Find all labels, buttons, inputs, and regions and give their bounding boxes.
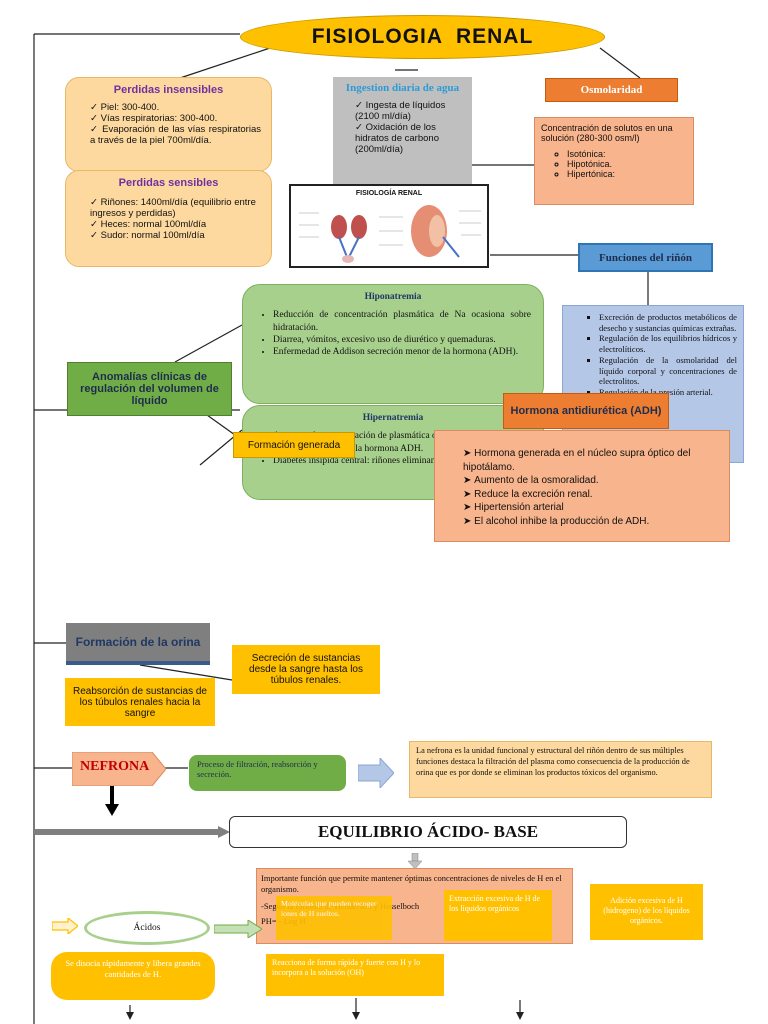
equilibrio-importante-text: Importante función que permite mantener …: [261, 873, 562, 895]
right-arrow-icon: [213, 919, 263, 939]
secrecion-box: Secreción de sustancias desde la sangre …: [232, 645, 380, 694]
kidney-illustration: [299, 205, 481, 263]
list-item: Piel: 300-400.: [90, 102, 261, 113]
list-item: Sudor: normal 100ml/día: [90, 230, 261, 241]
disocia-text: Se disocia rápidamente y libera grandes …: [65, 958, 201, 980]
adh-label-box: Hormona antidiurética (ADH): [503, 393, 669, 429]
list-item: Regulación de los equilibrios hídricos y…: [599, 333, 737, 354]
page-title: FISIOLOGIA RENAL: [311, 25, 534, 48]
equilibrio-label-box: EQUILIBRIO ÁCIDO- BASE: [229, 816, 627, 848]
list-item: Hipotónica.: [567, 159, 687, 169]
list-item: El alcohol inhibe la producción de ADH.: [463, 515, 719, 529]
anomalias-box: Anomalías clínicas de regulación del vol…: [67, 362, 232, 416]
list-item: Heces: normal 100ml/día: [90, 219, 261, 230]
right-arrow-icon: [357, 756, 395, 790]
perdidas-insensibles-list: Piel: 300-400. Vías respiratorias: 300-4…: [76, 102, 261, 146]
list-item: Enfermedad de Addison secreción menor de…: [273, 346, 531, 358]
adh-label: Hormona antidiurética (ADH): [510, 405, 662, 417]
perdidas-sensibles-box: Perdidas sensibles Riñones: 1400ml/día (…: [65, 170, 272, 267]
list-item: Hipertónica:: [567, 169, 687, 179]
list-item: Diabetes insípida central: riñones elimi…: [273, 455, 531, 467]
secrecion-text: Secreción de sustancias desde la sangre …: [249, 653, 363, 686]
list-item: Riñones: 1400ml/día (equilibrio entre in…: [90, 197, 261, 219]
list-item: Aumento de concentración de plasmática d…: [273, 430, 531, 442]
perdidas-sensibles-heading: Perdidas sensibles: [118, 177, 219, 189]
title-ellipse: FISIOLOGIA RENAL: [240, 15, 605, 59]
ingestion-list: Ingesta de líquidos (2100 ml/día) Oxidac…: [341, 100, 464, 155]
list-item: Ingesta de líquidos (2100 ml/día): [355, 100, 464, 122]
equilibrio-down-arrow: [407, 852, 423, 870]
acidos-left-arrow: [51, 916, 79, 936]
acidos-right-arrow: [213, 919, 263, 939]
nefrona-descripcion-text: La nefrona es la unidad funcional y estr…: [416, 746, 690, 777]
list-item: Oxidación de los hidratos de carbono (20…: [355, 122, 464, 155]
nefrona-label: NEFRONA: [72, 752, 166, 786]
nefrona-down-arrow: [104, 786, 120, 816]
down-arrow-icon: [407, 852, 423, 870]
reacciona-text: Reacciona de forma rápida y fuerte con H…: [272, 958, 421, 978]
reabsorcion-text: Reabsorción de sustancias de los túbulos…: [73, 685, 207, 719]
adicion-text: Adición excesiva de H (hidrogeno) de los…: [603, 896, 690, 925]
orina-label: Formación de la orina: [75, 635, 201, 649]
kidney-diagram-image: FISIOLOGÍA RENAL: [289, 184, 489, 268]
osmolaridad-list: Isotónica: Hipotónica. Hipertónica:: [541, 149, 687, 179]
adh-box: Hormona generada en el núcleo supra ópti…: [434, 430, 730, 542]
nefrona-proceso-text: Proceso de filtración, reabsorción y sec…: [197, 759, 318, 779]
funciones-label: Funciones del riñón: [599, 251, 692, 264]
hiponatremia-list: Reducción de concentración plasmática de…: [255, 309, 531, 358]
list-item: Vías respiratorias: 300-400.: [90, 113, 261, 124]
adicion-box: Adición excesiva de H (hidrogeno) de los…: [590, 884, 703, 940]
reacciona-box: Reacciona de forma rápida y fuerte con H…: [266, 954, 444, 996]
list-item: Diarrea, vómitos, excesivo uso de diurét…: [273, 334, 531, 346]
reabsorcion-box: Reabsorción de sustancias de los túbulos…: [65, 678, 215, 726]
nefrona-descripcion-box: La nefrona es la unidad funcional y estr…: [409, 741, 712, 798]
osmolaridad-description: Concentración de solutos en una solución…: [541, 123, 673, 143]
moleculas-text: Moléculas que pueden recoger iones de H …: [281, 899, 377, 918]
equilibrio-label: EQUILIBRIO ÁCIDO- BASE: [317, 822, 539, 841]
nefrona-right-arrow: [357, 756, 395, 790]
perdidas-insensibles-box: Perdidas insensibles Piel: 300-400. Vías…: [65, 77, 272, 172]
moleculas-box: Moléculas que pueden recoger iones de H …: [276, 896, 392, 940]
kidney-image-title: FISIOLOGÍA RENAL: [355, 190, 423, 197]
hiponatremia-heading: Hiponatremia: [364, 292, 422, 302]
extraccion-box: Extracción excesiva de H de los líquidos…: [444, 890, 552, 941]
list-item: Hormona generada en el núcleo supra ópti…: [463, 447, 719, 474]
list-item: Regulación de la osmolaridad del líquido…: [599, 355, 737, 387]
list-item: Evaporación de las vías respiratorias a …: [90, 124, 261, 146]
hiponatremia-box: Hiponatremia Reducción de concentración …: [242, 284, 544, 404]
nefrona-proceso-box: Proceso de filtración, reabsorción y sec…: [189, 755, 346, 791]
right-arrow-icon: [51, 916, 79, 936]
anomalias-label: Anomalías clínicas de regulación del vol…: [80, 371, 219, 407]
acidos-label: Ácidos: [133, 923, 161, 933]
right-arrow-icon: [34, 826, 230, 838]
down-arrow-icon: [105, 786, 119, 816]
list-item: Reducción de concentración plasmática de…: [273, 309, 531, 334]
funciones-label-box: Funciones del riñón: [578, 243, 713, 272]
list-item: Regulación de la presión arterial.: [599, 387, 737, 398]
nefrona-arrow-shape: [72, 752, 166, 786]
orina-label-box: Formación de la orina: [66, 623, 210, 665]
extraccion-text: Extracción excesiva de H de los líquidos…: [449, 894, 541, 913]
equilibrio-arrow: [34, 825, 230, 838]
perdidas-sensibles-list: Riñones: 1400ml/día (equilibrio entre in…: [76, 197, 261, 241]
formacion-generada-box: Formación generada: [233, 432, 355, 458]
osmolaridad-box: Concentración de solutos en una solución…: [534, 117, 694, 205]
list-item: Reduce la excreción renal.: [463, 488, 719, 502]
osmolaridad-label: Osmolaridad: [580, 84, 643, 96]
list-item: Isotónica:: [567, 149, 687, 159]
funciones-list: Excreción de productos metabólicos de de…: [581, 312, 737, 398]
list-item: Excreción de productos metabólicos de de…: [599, 312, 737, 333]
ingestion-heading: Ingestion diaria de agua: [345, 82, 460, 94]
nefrona-label-text: NEFRONA: [80, 759, 150, 774]
disocia-box: Se disocia rápidamente y libera grandes …: [51, 952, 215, 1000]
ingestion-box: Ingestion diaria de agua Ingesta de líqu…: [333, 77, 472, 185]
hipernatremia-heading: Hipernatremia: [362, 413, 424, 423]
perdidas-insensibles-heading: Perdidas insensibles: [113, 84, 224, 96]
list-item: Hipertensión arterial: [463, 501, 719, 515]
list-item: Aumento de la osmoralidad.: [463, 474, 719, 488]
osmolaridad-label-box: Osmolaridad: [545, 78, 678, 102]
acidos-ellipse: Ácidos: [84, 911, 210, 945]
formacion-generada-label: Formación generada: [247, 439, 341, 451]
adh-list: Hormona generada en el núcleo supra ópti…: [445, 447, 719, 528]
